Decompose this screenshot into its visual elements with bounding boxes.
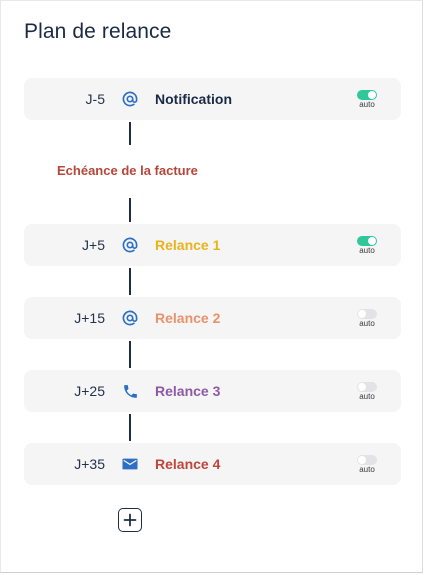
timeline-connector (129, 414, 131, 441)
step-day: J+5 (82, 237, 105, 253)
step-label: Notification (155, 91, 232, 107)
step-notification[interactable]: J-5 Notification auto (24, 78, 401, 120)
step-relance-2[interactable]: J+15 Relance 2 auto (24, 297, 401, 339)
toggle-caption: auto (359, 100, 375, 109)
at-icon (120, 235, 140, 255)
auto-toggle[interactable]: auto (354, 90, 380, 112)
toggle-switch[interactable] (357, 236, 377, 246)
step-label: Relance 2 (155, 310, 221, 326)
timeline-connector (129, 122, 131, 145)
step-day: J-5 (85, 91, 105, 107)
toggle-caption: auto (359, 392, 375, 401)
envelope-icon (120, 454, 140, 474)
step-label: Relance 4 (155, 456, 221, 472)
step-relance-4[interactable]: J+35 Relance 4 auto (24, 443, 401, 485)
add-step-button[interactable] (118, 508, 142, 532)
auto-toggle[interactable]: auto (354, 382, 380, 404)
step-relance-3[interactable]: J+25 Relance 3 auto (24, 370, 401, 412)
toggle-caption: auto (359, 246, 375, 255)
auto-toggle[interactable]: auto (354, 309, 380, 331)
step-relance-1[interactable]: J+5 Relance 1 auto (24, 224, 401, 266)
step-day: J+25 (74, 383, 105, 399)
toggle-switch[interactable] (357, 309, 377, 319)
page-title: Plan de relance (24, 20, 172, 43)
toggle-caption: auto (359, 465, 375, 474)
toggle-switch[interactable] (357, 382, 377, 392)
at-icon (120, 308, 140, 328)
step-label: Relance 1 (155, 237, 221, 253)
auto-toggle[interactable]: auto (354, 236, 380, 258)
timeline-connector (129, 268, 131, 295)
deadline-label: Echéance de la facture (57, 163, 198, 178)
toggle-switch[interactable] (357, 455, 377, 465)
timeline-connector (129, 341, 131, 368)
step-label: Relance 3 (155, 383, 221, 399)
plus-icon (123, 513, 137, 527)
timeline-connector (129, 198, 131, 222)
phone-icon (120, 381, 140, 401)
at-icon (120, 89, 140, 109)
toggle-switch[interactable] (357, 90, 377, 100)
step-day: J+15 (74, 310, 105, 326)
auto-toggle[interactable]: auto (354, 455, 380, 477)
step-day: J+35 (74, 456, 105, 472)
toggle-caption: auto (359, 319, 375, 328)
